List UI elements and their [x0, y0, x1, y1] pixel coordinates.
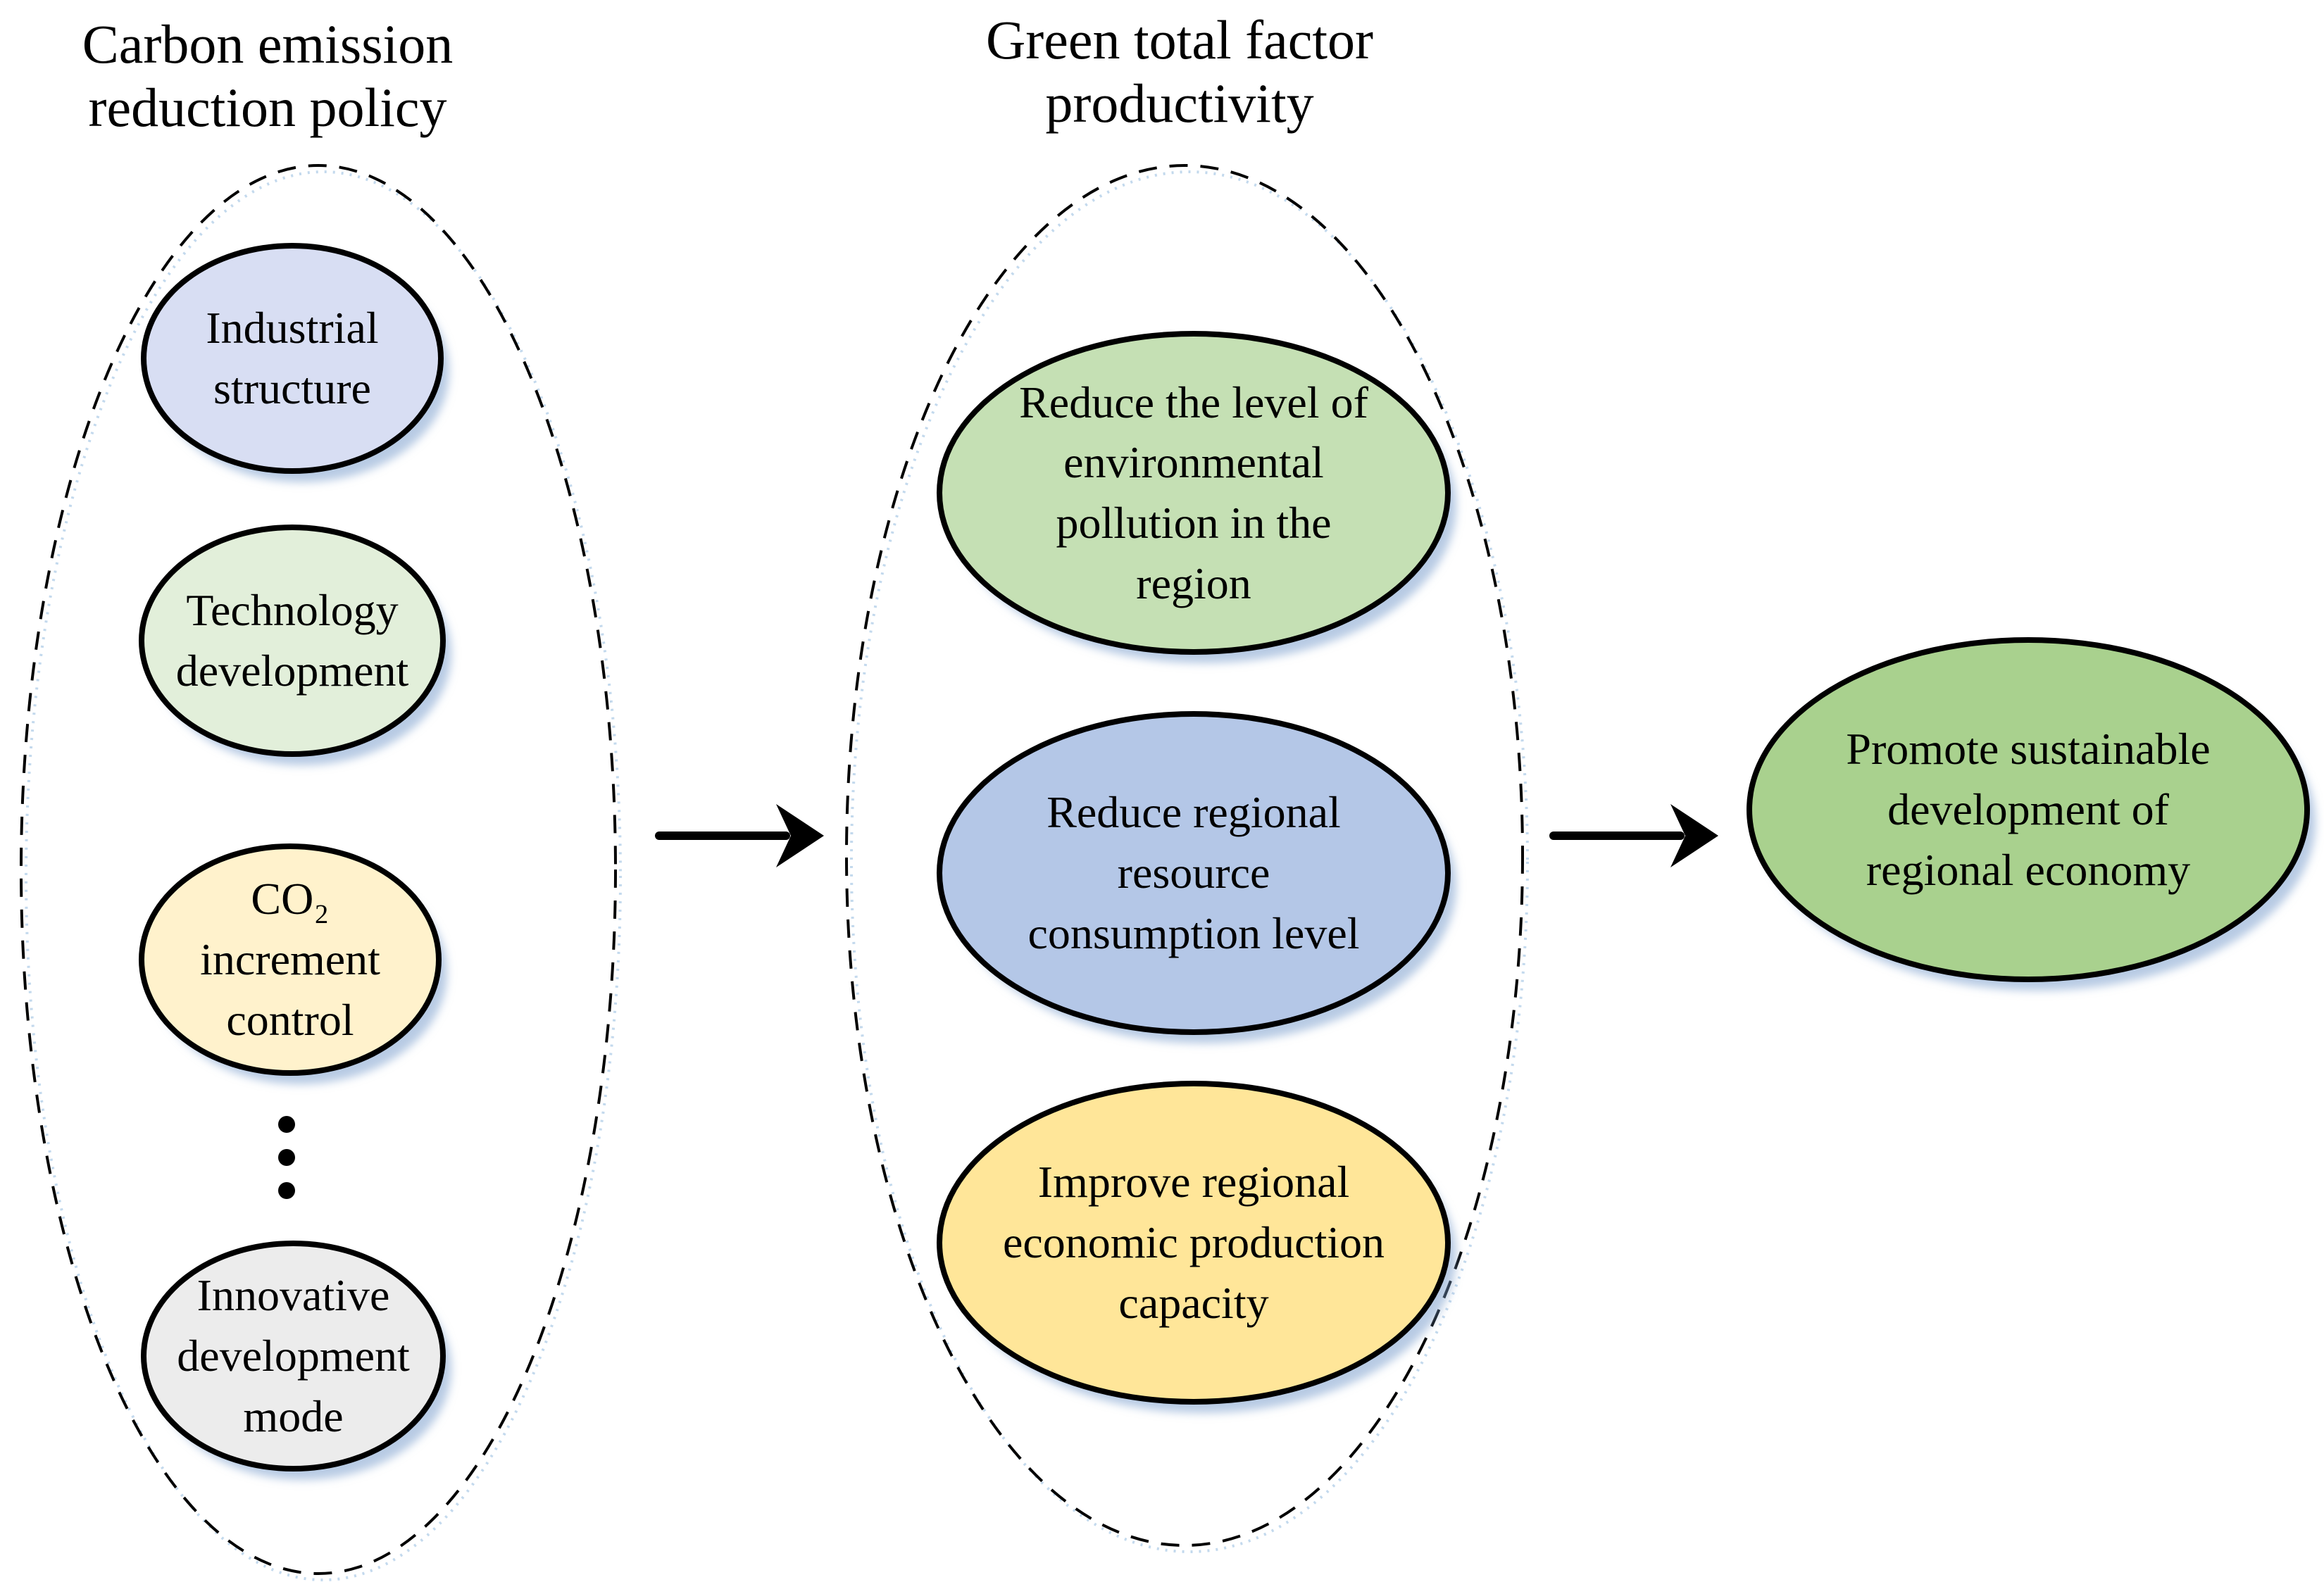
node-reduce-environmental-pollution: Reduce the level of environmental pollut…	[937, 331, 1451, 655]
node-label-line: development of	[1887, 784, 2169, 835]
left-group-title: Carbon emission reduction policy	[42, 13, 493, 140]
ellipsis-dots-icon	[278, 1116, 295, 1199]
node-label-line: development	[175, 646, 409, 696]
node-label: Reduce regional resource consumption lev…	[1027, 782, 1359, 963]
node-label-line: control	[226, 994, 354, 1045]
node-label: Reduce the level of environmental pollut…	[1019, 372, 1368, 614]
node-label: Technology development	[176, 580, 409, 701]
arrow-right-icon	[655, 804, 824, 867]
node-label: CO₂ increment control	[200, 869, 380, 1050]
node-label-line: Reduce the level of	[1019, 377, 1368, 427]
left-group-title-line: reduction policy	[88, 77, 447, 139]
node-label-line: economic production	[1002, 1217, 1385, 1268]
node-label-line: environmental	[1063, 437, 1324, 488]
node-label: Improve regional economic production cap…	[1003, 1152, 1385, 1333]
middle-group-dashed-ellipse	[845, 164, 1524, 1547]
node-label-line: regional economy	[1866, 844, 2191, 895]
node-label-line: Technology	[186, 585, 399, 636]
left-group-title-line: Carbon emission	[82, 13, 454, 75]
node-label-line: consumption level	[1027, 908, 1360, 958]
middle-group-title: Green total factor productivity	[947, 8, 1412, 136]
middle-group-title-line: productivity	[1045, 73, 1314, 134]
arrow-right-icon	[1549, 804, 1718, 867]
middle-group-outline-shadow	[850, 170, 1529, 1553]
node-label-line: Industrial	[206, 303, 379, 353]
node-label: Innovative development mode	[177, 1265, 410, 1446]
node-reduce-resource-consumption: Reduce regional resource consumption lev…	[937, 711, 1451, 1035]
left-group-dashed-ellipse	[20, 164, 617, 1575]
node-label-line: increment	[200, 934, 380, 985]
node-label: Industrial structure	[206, 298, 378, 419]
node-label-line: Innovative	[196, 1270, 390, 1321]
middle-group-title-line: Green total factor	[985, 9, 1374, 70]
node-label-line: pollution in the	[1056, 498, 1332, 548]
node-co2-increment-control: CO₂ increment control	[139, 843, 442, 1076]
node-label-line: Improve regional	[1037, 1157, 1350, 1207]
node-label-line: structure	[213, 363, 371, 413]
node-label-line: resource	[1117, 848, 1270, 898]
node-label: Promote sustainable development of regio…	[1846, 719, 2210, 900]
node-label-line: Promote sustainable	[1846, 724, 2211, 774]
node-label-line: CO₂	[251, 874, 330, 924]
node-label-line: mode	[243, 1391, 344, 1441]
node-label-line: region	[1136, 558, 1251, 608]
node-improve-production-capacity: Improve regional economic production cap…	[937, 1081, 1451, 1405]
left-group-outline-shadow	[25, 170, 622, 1581]
node-promote-sustainable-development: Promote sustainable development of regio…	[1747, 637, 2310, 982]
node-label-line: capacity	[1118, 1277, 1269, 1328]
node-label-line: Reduce regional	[1047, 787, 1341, 838]
node-label-line: development	[177, 1331, 410, 1381]
node-technology-development: Technology development	[139, 525, 446, 757]
node-industrial-structure: Industrial structure	[141, 243, 444, 474]
node-innovative-development-mode: Innovative development mode	[141, 1241, 446, 1471]
